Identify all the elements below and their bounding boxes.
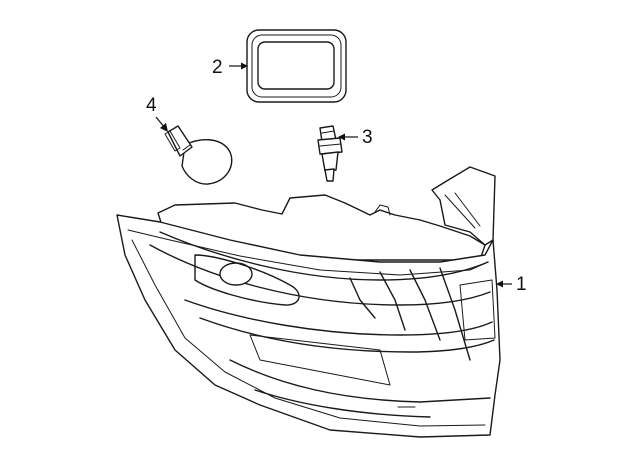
callout-4: 4	[146, 95, 168, 132]
part-3-socket	[317, 125, 343, 182]
callout-1-label: 1	[516, 274, 527, 295]
part-2-gasket	[246, 29, 347, 103]
callout-2: 2	[212, 57, 248, 78]
callout-1: 1	[496, 274, 527, 295]
callout-2-label: 2	[212, 57, 223, 78]
callout-3-label: 3	[362, 127, 373, 148]
callout-3: 3	[338, 127, 373, 148]
callout-4-label: 4	[146, 95, 157, 116]
part-4-bulb	[164, 125, 233, 185]
part-1-tail-lamp	[116, 166, 501, 438]
